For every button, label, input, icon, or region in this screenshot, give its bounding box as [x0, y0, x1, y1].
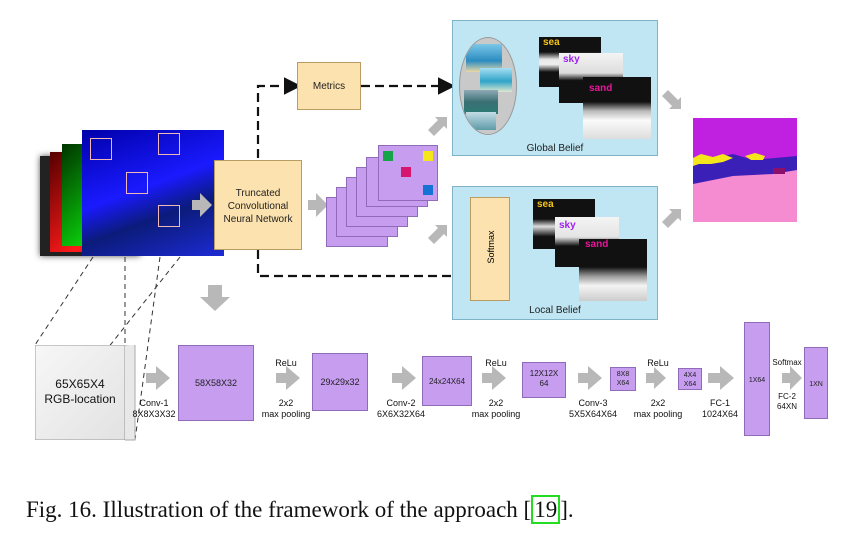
- op-label-relu-2: ReLu: [485, 358, 507, 368]
- local-label-sky: sky: [559, 220, 576, 231]
- local-label-sea: sea: [537, 199, 554, 210]
- block-label: 1X64: [748, 377, 766, 384]
- block-label: 8X8 X64: [616, 371, 630, 387]
- op-label-softmax: Softmax: [772, 358, 802, 367]
- op-label-conv1: Conv-1 8X8X3X32: [132, 398, 176, 419]
- block-label: 58X58X32: [194, 378, 238, 388]
- global-map-sand: [583, 77, 651, 139]
- local-belief-panel: Softmax sea sky sand Local Belief: [452, 186, 658, 320]
- pipeline-arrows: [146, 366, 802, 390]
- figure-caption: Fig. 16. Illustration of the framework o…: [26, 495, 574, 524]
- block-12x12x64: 12X12X 64: [522, 362, 566, 398]
- block-label: 12X12X 64: [529, 369, 559, 388]
- op-label-fc2: FC-2 64XN: [776, 392, 797, 411]
- op-label-relu-1: ReLu: [275, 358, 297, 368]
- op-label-pool-3: 2x2 max pooling: [633, 398, 683, 419]
- global-label-sand: sand: [589, 83, 613, 94]
- truncated-cnn-label: Truncated Convolutional Neural Network: [223, 188, 293, 225]
- block-4x4x64: 4X4 X64: [678, 368, 702, 390]
- global-belief-title: Global Belief: [526, 143, 584, 154]
- feature-map-stack: [326, 145, 438, 247]
- block-label: 24x24X64: [428, 377, 466, 386]
- block-8x8x64: 8X8 X64: [610, 367, 636, 391]
- global-label-sky: sky: [563, 54, 580, 65]
- citation-link[interactable]: 19: [531, 495, 561, 524]
- global-label-sea: sea: [543, 37, 560, 48]
- op-label-pool-2: 2x2 max pooling: [471, 398, 521, 419]
- block-29x29x32: 29x29x32: [312, 353, 368, 411]
- softmax-label: Softmax: [486, 230, 496, 264]
- block-1x64: 1X64: [744, 322, 770, 436]
- input-image-stack: [40, 128, 224, 258]
- op-label-relu-3: ReLu: [647, 358, 669, 368]
- metrics-box: Metrics: [297, 62, 361, 110]
- local-map-sand: [579, 239, 647, 301]
- block-label: 4X4 X64: [683, 372, 697, 388]
- op-label-pool-1: 2x2 max pooling: [261, 398, 311, 419]
- softmax-box: Softmax: [470, 197, 510, 301]
- global-belief-panel: sea sky sand Global Belief: [452, 20, 658, 156]
- op-label-fc1: FC-1 1024X64: [701, 398, 739, 419]
- image-set-ellipse: [459, 37, 517, 135]
- block-58x58x32: 58X58X32: [178, 345, 254, 421]
- block-1xn: 1XN: [804, 347, 828, 419]
- input-cube-depth: [125, 345, 136, 441]
- caption-prefix: Fig. 16. Illustration of the framework o…: [26, 497, 532, 522]
- input-volume: 65X65X4 RGB-location: [35, 345, 135, 440]
- local-belief-title: Local Belief: [529, 305, 581, 316]
- caption-suffix: ].: [560, 497, 574, 522]
- local-label-sand: sand: [585, 239, 609, 250]
- block-24x24x64: 24x24X64: [422, 356, 472, 406]
- truncated-cnn-box: Truncated Convolutional Neural Network: [214, 160, 302, 250]
- op-label-conv2: Conv-2 6X6X32X64: [376, 398, 426, 419]
- block-label: 1XN: [809, 381, 823, 388]
- top-block-arrows: [192, 68, 681, 311]
- output-segmentation-map: [693, 118, 797, 222]
- flow-arrows: [34, 77, 471, 441]
- input-volume-label: 65X65X4 RGB-location: [44, 377, 116, 406]
- op-label-conv3: Conv-3 5X5X64X64: [568, 398, 618, 419]
- block-label: 29x29x32: [320, 377, 360, 387]
- metrics-label: Metrics: [312, 81, 346, 92]
